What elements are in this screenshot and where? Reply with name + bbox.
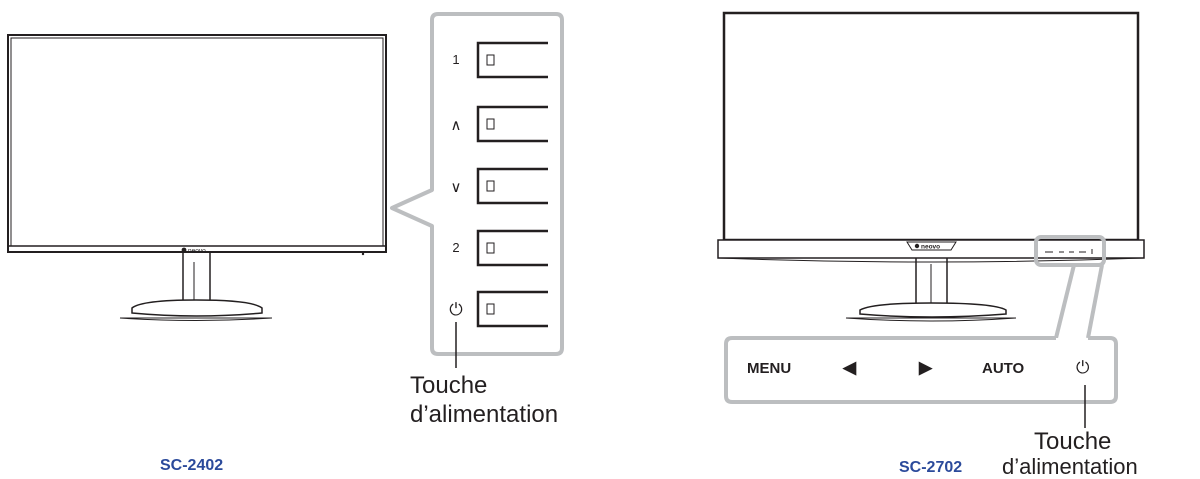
left-brand-logo-icon: [181, 247, 187, 253]
right-bezel-buttons: [1040, 249, 1100, 259]
right-brand-badge: [906, 241, 957, 251]
right-monitor-base: [859, 302, 1007, 318]
left-model-label: SC-2402: [160, 457, 224, 474]
right-power-caption-line2: d’alimentation: [1002, 454, 1138, 479]
left-button-up[interactable]: [476, 105, 548, 143]
left-button-down[interactable]: [476, 167, 548, 205]
left-power-caption-line2: d’alimentation: [410, 401, 559, 428]
right-monitor-screen: [722, 11, 1140, 242]
left-monitor: neovo: [7, 34, 387, 321]
right-power-caption-line1: Touche: [1034, 428, 1112, 455]
right-callout: [724, 235, 1118, 404]
left-power-icon: ⏻: [449, 300, 463, 319]
left-button-column: [476, 41, 548, 328]
left-button-2[interactable]: [476, 229, 548, 267]
left-power-led-icon: [361, 252, 365, 256]
right-brand-logo-icon: [914, 243, 920, 249]
right-button-menu-label[interactable]: MENU: [747, 360, 792, 377]
left-button-up-label: ∧: [450, 117, 462, 134]
right-button-auto-label[interactable]: AUTO: [982, 360, 1025, 377]
left-callout: [390, 12, 564, 356]
left-button-1[interactable]: [476, 41, 548, 79]
right-brand-text: neovo: [921, 244, 940, 251]
left-brand-text: neovo: [188, 248, 206, 255]
left-button-2-label: 2: [452, 240, 460, 255]
left-monitor-screen: [10, 37, 384, 247]
right-power-icon[interactable]: ⏻: [1076, 358, 1090, 377]
left-button-power[interactable]: [476, 290, 548, 328]
right-monitor: neovo: [717, 11, 1145, 322]
right-button-right-icon[interactable]: ▶: [919, 358, 933, 377]
left-button-down-label: ∨: [450, 179, 462, 196]
left-button-1-label: 1: [452, 52, 460, 67]
left-monitor-base: [131, 299, 263, 317]
right-button-left-icon[interactable]: ◀: [843, 358, 857, 377]
left-power-caption-line1: Touche: [410, 372, 488, 399]
right-model-label: SC-2702: [899, 459, 963, 476]
